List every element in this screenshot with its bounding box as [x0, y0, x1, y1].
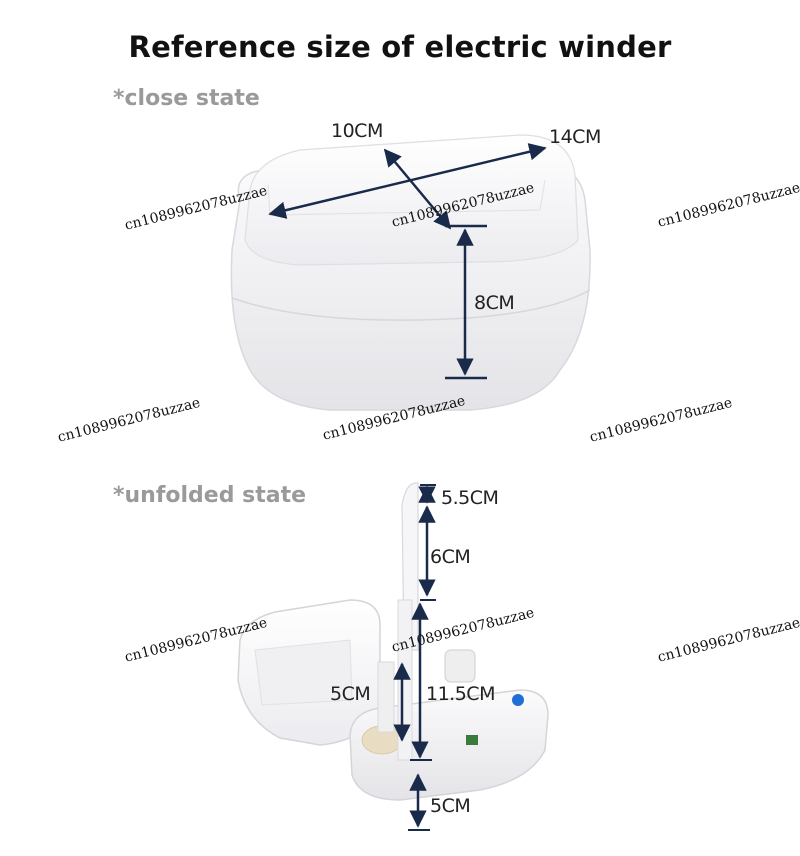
open-lid: [237, 599, 381, 746]
dim-width-label: 14CM: [549, 126, 601, 148]
dim-arm-top-label: 5.5CM: [441, 487, 499, 509]
unfolded-state-label: *unfolded state: [113, 483, 307, 508]
dim-arm-mid-label: 6CM: [430, 546, 471, 568]
closed-box: [230, 134, 591, 411]
dim-depth-label: 10CM: [331, 120, 383, 142]
page-title: Reference size of electric winder: [128, 30, 672, 64]
winder-arm: [377, 482, 419, 761]
dim-total-height-label: 11.5CM: [426, 683, 495, 705]
dim-base-label: 5CM: [430, 795, 471, 817]
dim-spindle-label: 5CM: [330, 683, 371, 705]
closed-dimension-lines: [268, 143, 547, 380]
unfolded-dimension-lines: [393, 484, 436, 831]
close-state-label: *close state: [113, 86, 260, 111]
dim-height-label: 8CM: [474, 292, 515, 314]
